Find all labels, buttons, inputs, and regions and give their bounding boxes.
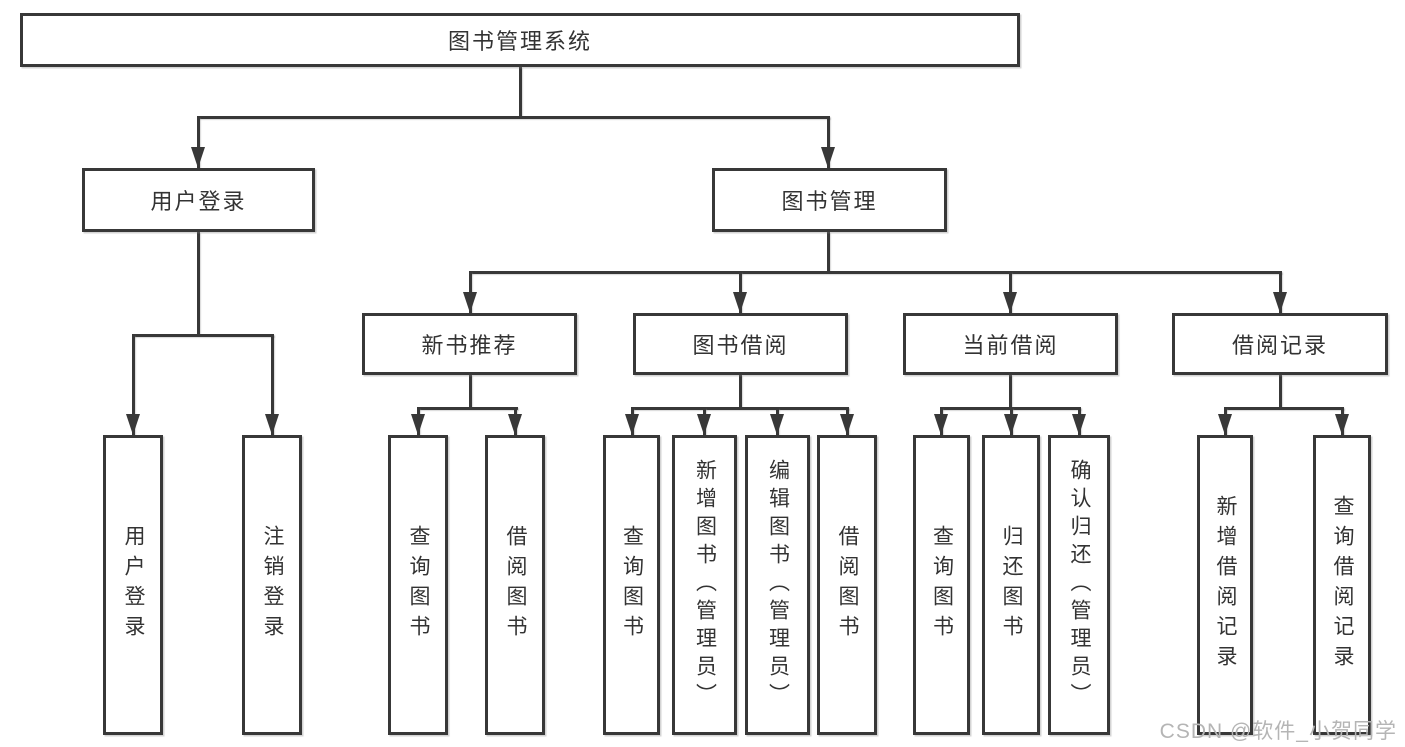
connector-line: [131, 333, 274, 337]
node-current-borrow: 当前借阅: [903, 313, 1118, 375]
arrow-down-icon: [697, 414, 711, 435]
node-label: 用户登录: [150, 189, 247, 214]
connector-line: [738, 375, 742, 408]
node-library-management-system: 图书管理系统: [20, 13, 1020, 67]
node-label: 注销登录: [261, 525, 284, 645]
arrow-down-icon: [126, 414, 140, 435]
arrow-down-icon: [1072, 414, 1086, 435]
connector-line: [826, 117, 830, 168]
connector-line: [518, 67, 522, 117]
node-label: 新增图书（管理员）: [693, 459, 717, 711]
arrow-down-icon: [1273, 292, 1287, 313]
node-book-management: 图书管理: [712, 168, 947, 232]
node-label: 图书管理系统: [447, 29, 592, 54]
node-label: 查询图书: [620, 525, 644, 645]
leaf-search-book-2: 查询图书: [603, 435, 660, 735]
node-new-book-recommend: 新书推荐: [362, 313, 577, 375]
arrow-down-icon: [770, 414, 784, 435]
leaf-add-borrow-record: 新增借阅记录: [1197, 435, 1253, 735]
leaf-borrow-book-1: 借阅图书: [485, 435, 545, 735]
arrow-down-icon: [265, 414, 279, 435]
connector-line: [416, 406, 518, 410]
leaf-search-borrow-record: 查询借阅记录: [1313, 435, 1371, 735]
node-label: 借阅记录: [1231, 333, 1328, 358]
connector-line: [826, 232, 830, 272]
node-label: 归还图书: [1000, 525, 1023, 645]
arrow-down-icon: [1004, 414, 1018, 435]
connector-line: [468, 375, 472, 408]
node-label: 借阅图书: [836, 525, 859, 645]
node-label: 查询借阅记录: [1331, 495, 1354, 675]
node-label: 借阅图书: [504, 525, 527, 645]
leaf-search-book-1: 查询图书: [388, 435, 448, 735]
node-label: 图书借阅: [692, 333, 789, 358]
leaf-borrow-book-2: 借阅图书: [817, 435, 877, 735]
node-label: 当前借阅: [962, 333, 1059, 358]
arrow-down-icon: [463, 292, 477, 313]
arrow-down-icon: [821, 147, 835, 168]
leaf-return-book: 归还图书: [982, 435, 1040, 735]
arrow-down-icon: [840, 414, 854, 435]
node-label: 编辑图书（管理员）: [766, 459, 790, 711]
watermark: CSDN @软件_小贺同学: [1159, 720, 1397, 743]
leaf-confirm-return-admin: 确认归还（管理员）: [1048, 435, 1110, 735]
arrow-down-icon: [1335, 414, 1349, 435]
connector-line: [131, 335, 135, 435]
node-label: 确认归还（管理员）: [1068, 459, 1091, 711]
arrow-down-icon: [411, 414, 425, 435]
node-borrow-records: 借阅记录: [1172, 313, 1388, 375]
connector-line: [468, 270, 1282, 274]
node-book-borrow: 图书借阅: [633, 313, 848, 375]
leaf-search-book-3: 查询图书: [913, 435, 970, 735]
node-label: 新书推荐: [421, 333, 518, 358]
node-label: 用户登录: [122, 525, 145, 645]
connector-line: [270, 335, 274, 435]
node-label: 新增借阅记录: [1214, 495, 1237, 675]
connector-line: [1223, 406, 1344, 410]
connector-line: [1008, 375, 1012, 408]
connector-line: [196, 115, 830, 119]
arrow-down-icon: [733, 292, 747, 313]
arrow-down-icon: [191, 147, 205, 168]
node-label: 查询图书: [407, 525, 430, 645]
arrow-down-icon: [508, 414, 522, 435]
connector-line: [1278, 375, 1282, 408]
node-label: 图书管理: [781, 189, 878, 214]
connector-line: [196, 117, 200, 168]
leaf-add-book-admin: 新增图书（管理员）: [672, 435, 737, 735]
node-user-login: 用户登录: [82, 168, 315, 232]
leaf-user-login: 用户登录: [103, 435, 163, 735]
node-label: 查询图书: [930, 525, 954, 645]
arrow-down-icon: [934, 414, 948, 435]
arrow-down-icon: [1003, 292, 1017, 313]
leaf-edit-book-admin: 编辑图书（管理员）: [745, 435, 810, 735]
arrow-down-icon: [1218, 414, 1232, 435]
leaf-logout: 注销登录: [242, 435, 302, 735]
connector-line: [630, 406, 849, 410]
connector-line: [196, 232, 200, 335]
arrow-down-icon: [625, 414, 639, 435]
